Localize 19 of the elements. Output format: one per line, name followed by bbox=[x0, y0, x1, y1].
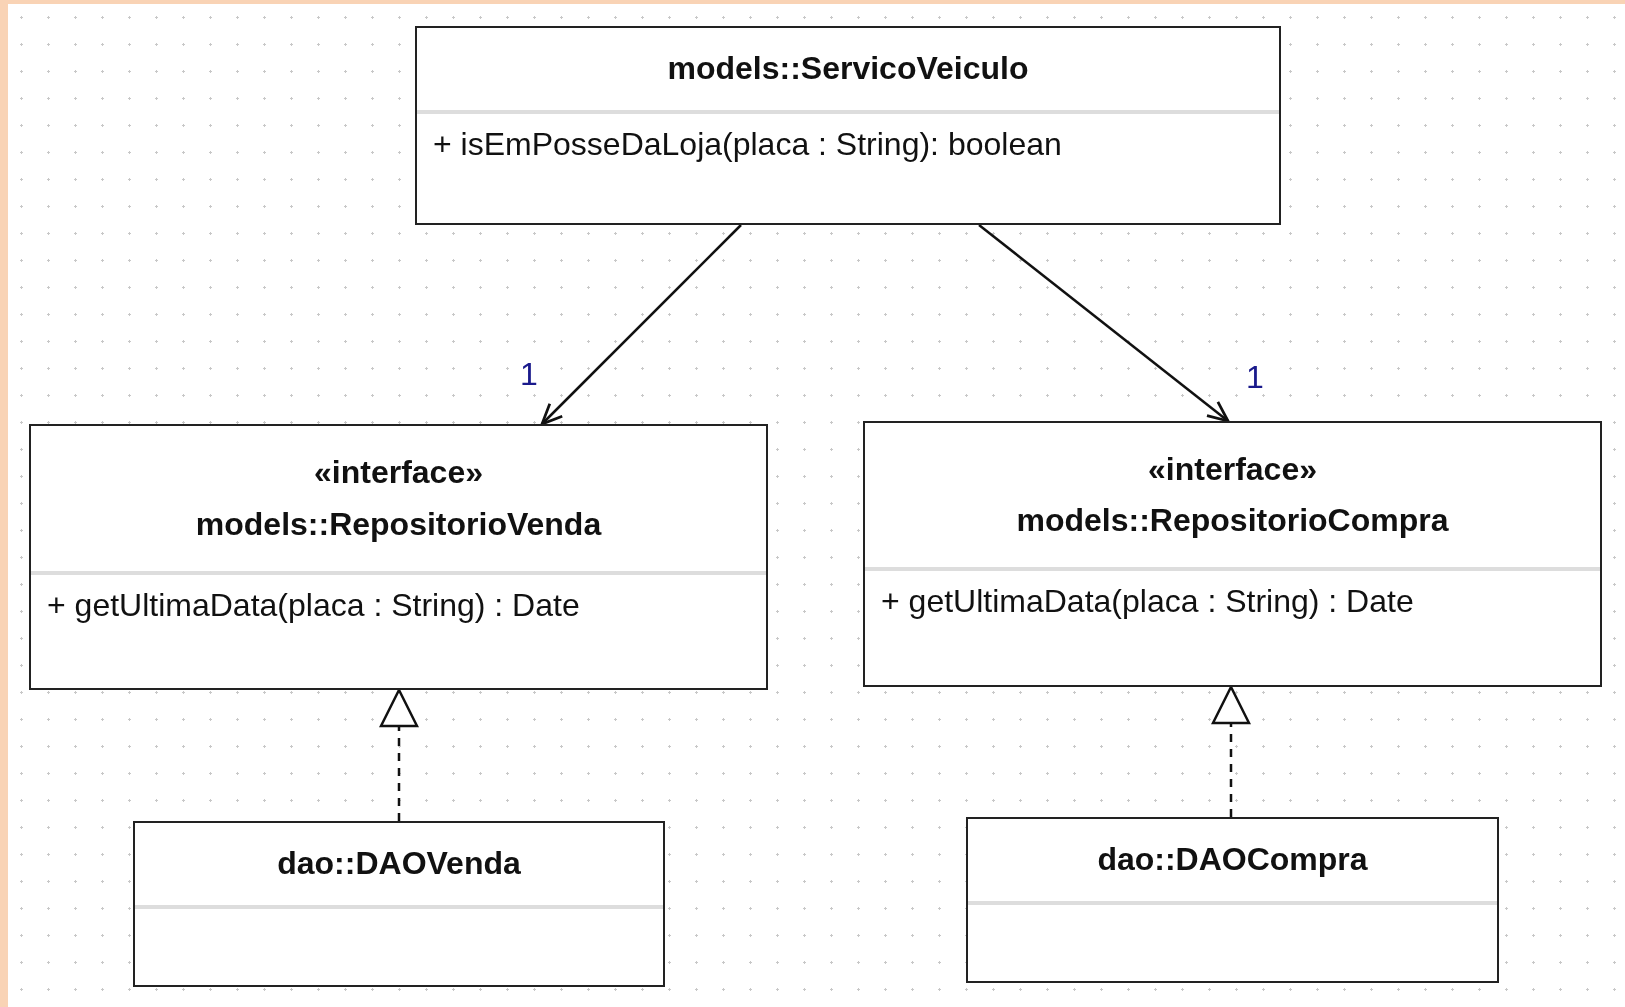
method-signature: + getUltimaData(placa : String) : Date bbox=[881, 583, 1414, 620]
class-name: models::RepositorioVenda bbox=[194, 504, 603, 544]
class-box bbox=[966, 817, 1499, 983]
association-arrow bbox=[978, 224, 1230, 423]
class-name: models::RepositorioCompra bbox=[1015, 501, 1450, 540]
method-signature: + isEmPosseDaLoja(placa : String): boolean bbox=[433, 126, 1062, 163]
stereotype-label: «interface» bbox=[1147, 449, 1318, 489]
class-box bbox=[415, 26, 1281, 225]
class-name: models::ServicoVeiculo bbox=[666, 49, 1030, 89]
class-box bbox=[133, 821, 665, 987]
realization-arrow bbox=[379, 688, 419, 821]
class-name: dao::DAOVenda bbox=[276, 844, 522, 884]
method-signature: + getUltimaData(placa : String) : Date bbox=[47, 587, 580, 624]
stereotype-label: «interface» bbox=[313, 453, 484, 493]
interface-box bbox=[863, 421, 1602, 687]
realization-arrow bbox=[1211, 685, 1251, 817]
class-name: dao::DAOCompra bbox=[1096, 840, 1369, 880]
association-arrow bbox=[540, 224, 742, 426]
interface-box bbox=[29, 424, 768, 690]
